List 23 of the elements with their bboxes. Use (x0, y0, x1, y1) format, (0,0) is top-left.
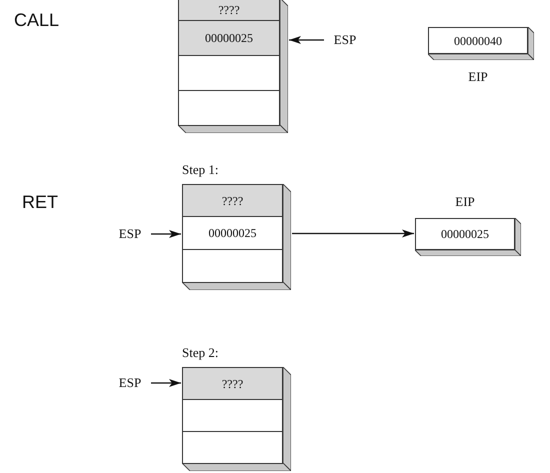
stack-cell: ???? (182, 184, 283, 217)
step-heading: Step 2: (182, 344, 220, 362)
step-heading: Step 1: (182, 161, 220, 179)
register-name: ESP (110, 373, 150, 393)
arrow (151, 230, 181, 238)
stack-cell (182, 249, 283, 283)
stack-cell (182, 431, 283, 464)
register-label: EIP (467, 68, 489, 86)
arrow (151, 379, 181, 387)
section-label: CALL (14, 9, 60, 32)
stack-cell: 00000025 (182, 216, 283, 250)
stack-cell: ???? (182, 367, 283, 400)
arrow (292, 230, 414, 238)
stack-cell (182, 399, 283, 432)
stack-cell (178, 90, 280, 126)
stack-cell: 00000025 (178, 20, 280, 56)
stack-cell (178, 55, 280, 91)
arrow (289, 36, 324, 44)
register-name: ESP (110, 224, 150, 244)
stack-cell: ???? (178, 0, 280, 21)
register-label: EIP (454, 193, 476, 211)
register-name: ESP (325, 30, 365, 50)
section-label: RET (22, 191, 58, 214)
